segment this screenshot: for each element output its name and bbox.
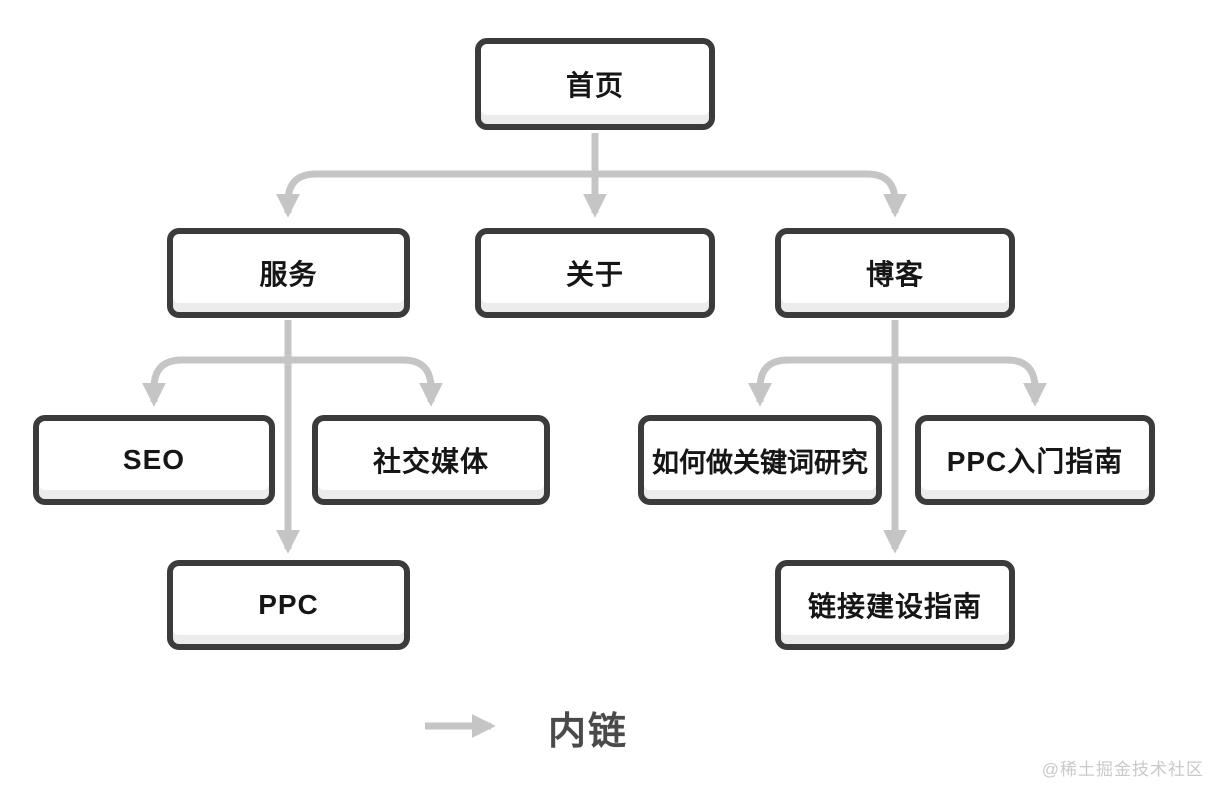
- node-ppc-label: PPC: [258, 589, 319, 620]
- node-home-label: 首页: [565, 70, 624, 101]
- node-blog: 博客: [775, 228, 1015, 318]
- node-keyword-research: 如何做关键词研究: [638, 415, 882, 505]
- node-services-label: 服务: [259, 259, 318, 290]
- node-services: 服务: [167, 228, 410, 318]
- connector-services-social-media: [288, 356, 443, 407]
- legend-label: 内链: [548, 711, 629, 753]
- node-link-building-label: 链接建设指南: [807, 591, 982, 622]
- node-blog-label: 博客: [865, 259, 924, 290]
- connector-services-seo: [142, 356, 288, 407]
- node-seo: SEO: [33, 415, 275, 505]
- node-ppc-guide-label: PPC入门指南: [946, 446, 1124, 477]
- node-keyword-research-label: 如何做关键词研究: [652, 447, 868, 478]
- node-link-building: 链接建设指南: [775, 560, 1015, 650]
- node-about-label: 关于: [565, 259, 624, 290]
- connector-blog-keyword-research: [748, 356, 895, 407]
- connector-home-blog: [595, 170, 907, 218]
- connector-blog-ppc-guide: [895, 356, 1047, 407]
- node-ppc-guide: PPC入门指南: [915, 415, 1155, 505]
- node-home: 首页: [475, 38, 715, 130]
- node-about: 关于: [475, 228, 715, 318]
- node-ppc: PPC: [167, 560, 410, 650]
- watermark: @稀土掘金技术社区: [1041, 760, 1204, 779]
- connector-home-services: [276, 170, 595, 218]
- node-social-media-label: 社交媒体: [372, 446, 489, 477]
- node-seo-label: SEO: [122, 444, 186, 475]
- node-social-media: 社交媒体: [312, 415, 550, 505]
